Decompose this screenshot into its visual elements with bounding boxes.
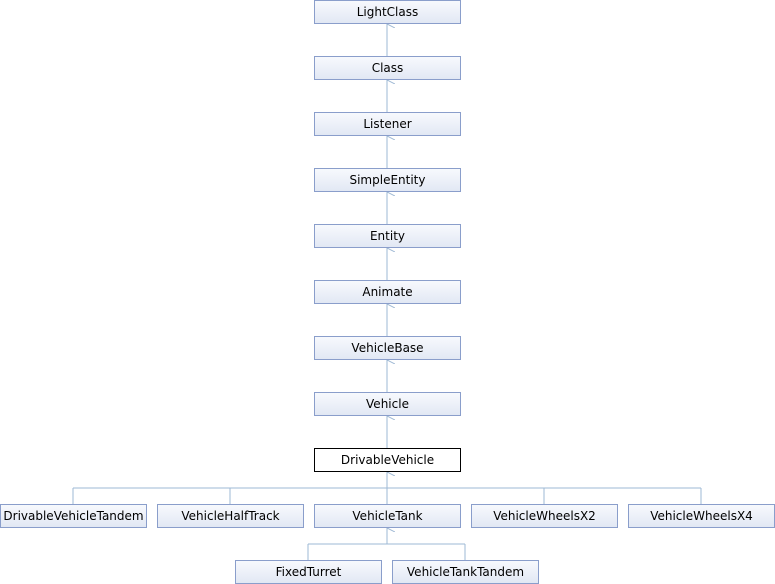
- node-vehiclebase[interactable]: VehicleBase: [314, 336, 461, 360]
- node-vehicletank[interactable]: VehicleTank: [314, 504, 461, 528]
- node-animate[interactable]: Animate: [314, 280, 461, 304]
- node-vehiclehalftrack[interactable]: VehicleHalfTrack: [157, 504, 304, 528]
- node-lightclass[interactable]: LightClass: [314, 0, 461, 24]
- node-class[interactable]: Class: [314, 56, 461, 80]
- node-drivablevehicle: DrivableVehicle: [314, 448, 461, 472]
- node-listener[interactable]: Listener: [314, 112, 461, 136]
- node-vehicle[interactable]: Vehicle: [314, 392, 461, 416]
- node-entity[interactable]: Entity: [314, 224, 461, 248]
- node-vehicletanktandem[interactable]: VehicleTankTandem: [392, 560, 539, 584]
- node-simpleentity[interactable]: SimpleEntity: [314, 168, 461, 192]
- node-fixedturret[interactable]: FixedTurret: [235, 560, 382, 584]
- node-drivablevehicletandem[interactable]: DrivableVehicleTandem: [0, 504, 147, 528]
- node-vehiclewheelsx4[interactable]: VehicleWheelsX4: [628, 504, 775, 528]
- node-vehiclewheelsx2[interactable]: VehicleWheelsX2: [471, 504, 618, 528]
